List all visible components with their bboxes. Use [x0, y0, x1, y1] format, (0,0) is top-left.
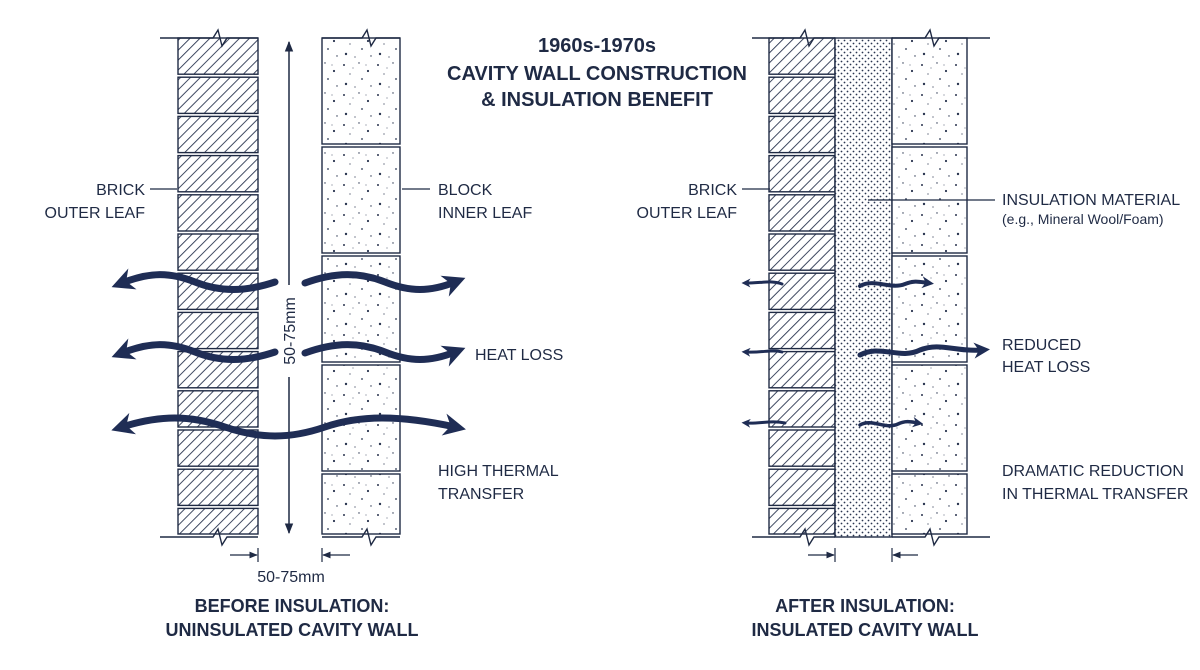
reduced-heat-loss-label-2: HEAT LOSS: [1002, 359, 1090, 376]
left-brick-course-2: [177, 76, 259, 115]
left-block-course-1: [321, 37, 401, 145]
right-brick-course-5: [768, 194, 836, 232]
left-brick-course-6: [177, 233, 259, 271]
right-top-break-line-inner: [892, 28, 990, 48]
right-brick-course-8: [768, 311, 836, 350]
right-brick-course-7: [768, 272, 836, 311]
right-block-course-5: [891, 473, 968, 535]
right-wall-section: BRICK OUTER LEAF INSULATION MATERIAL (e.…: [637, 28, 1188, 640]
diagram-title: 1960s-1970s CAVITY WALL CONSTRUCTION & I…: [447, 35, 747, 111]
reduced-arrow-in-2: [857, 342, 990, 359]
heat-loss-arrow-right-1: [301, 271, 466, 297]
right-brick-course-11: [768, 429, 836, 467]
block-label-2: INNER LEAF: [438, 205, 532, 222]
right-bottom-break-line-inner: [892, 527, 990, 547]
left-bottom-break-line-inner: [322, 527, 400, 547]
left-bottom-break-line: [160, 527, 258, 547]
left-brick-outer-leaf: [177, 37, 259, 535]
right-brick-course-13: [768, 507, 836, 535]
right-caption-line-1: AFTER INSULATION:: [775, 596, 955, 616]
reduced-arrow-out-3: [741, 418, 787, 428]
left-brick-course-12: [177, 468, 259, 507]
right-caption-line-2: INSULATED CAVITY WALL: [752, 620, 979, 640]
title-line-2: CAVITY WALL CONSTRUCTION: [447, 63, 747, 85]
heat-loss-arrow-right-2: [301, 341, 466, 367]
title-line-3: & INSULATION BENEFIT: [481, 89, 713, 111]
dimension-label-backdrop: [279, 285, 299, 377]
right-top-break-line: [752, 28, 835, 48]
right-brick-course-2: [768, 76, 836, 115]
left-brick-course-8: [177, 311, 259, 350]
right-block-course-4: [891, 364, 968, 472]
high-transfer-label-2: TRANSFER: [438, 486, 524, 503]
right-brick-course-9: [768, 350, 836, 389]
heat-loss-arrow-through: [111, 412, 466, 440]
right-block-course-1: [891, 37, 968, 145]
left-brick-course-4: [177, 154, 259, 193]
left-wall-section: 50-75mm 50-75mm BRICK OUTER LEAF BLOCK I…: [45, 28, 563, 640]
heat-loss-arrow-left-2: [111, 338, 279, 363]
right-brick-course-1: [768, 37, 836, 75]
title-line-1: 1960s-1970s: [538, 35, 656, 57]
right-brick-course-6: [768, 233, 836, 271]
reduced-arrow-in-1: [858, 276, 934, 289]
left-brick-course-5: [177, 194, 259, 232]
right-brick-course-12: [768, 468, 836, 507]
left-caption-line-1: BEFORE INSULATION:: [195, 596, 390, 616]
cavity-height-dimension-label: 50-75mm: [282, 297, 299, 365]
left-block-course-2: [321, 146, 401, 254]
right-brick-outer-leaf: [768, 37, 836, 535]
left-top-break-line: [160, 28, 258, 48]
right-brick-label-2: OUTER LEAF: [637, 205, 738, 222]
dramatic-reduction-label-1: DRAMATIC REDUCTION: [1002, 463, 1184, 480]
right-brick-label-1: BRICK: [688, 182, 737, 199]
right-block-course-3: [891, 255, 968, 363]
left-top-break-line-inner: [322, 28, 400, 48]
right-brick-course-4: [768, 154, 836, 193]
insulation-fill: [834, 37, 893, 538]
dramatic-reduction-label-2: IN THERMAL TRANSFER: [1002, 486, 1188, 503]
reduced-arrow-out-1: [741, 278, 784, 288]
reduced-arrow-out-2: [741, 347, 784, 357]
right-block-inner-leaf: [891, 37, 968, 535]
left-brick-course-3: [177, 115, 259, 154]
reduced-arrow-in-3: [858, 416, 924, 428]
left-brick-label-2: OUTER LEAF: [45, 205, 146, 222]
right-bottom-break-line: [752, 527, 835, 547]
insulation-label-1: INSULATION MATERIAL: [1002, 192, 1180, 209]
gap-dimension-label: 50-75mm: [257, 569, 325, 586]
high-transfer-label-1: HIGH THERMAL: [438, 463, 559, 480]
right-brick-course-3: [768, 115, 836, 154]
heat-loss-label: HEAT LOSS: [475, 347, 563, 364]
heat-loss-arrow-left-1: [111, 268, 279, 293]
reduced-heat-loss-label-1: REDUCED: [1002, 337, 1081, 354]
left-block-course-5: [321, 473, 401, 535]
left-brick-course-1: [177, 37, 259, 75]
left-caption-line-2: UNINSULATED CAVITY WALL: [166, 620, 419, 640]
insulation-label-2: (e.g., Mineral Wool/Foam): [1002, 211, 1164, 227]
block-label-1: BLOCK: [438, 182, 493, 199]
left-brick-label-1: BRICK: [96, 182, 145, 199]
